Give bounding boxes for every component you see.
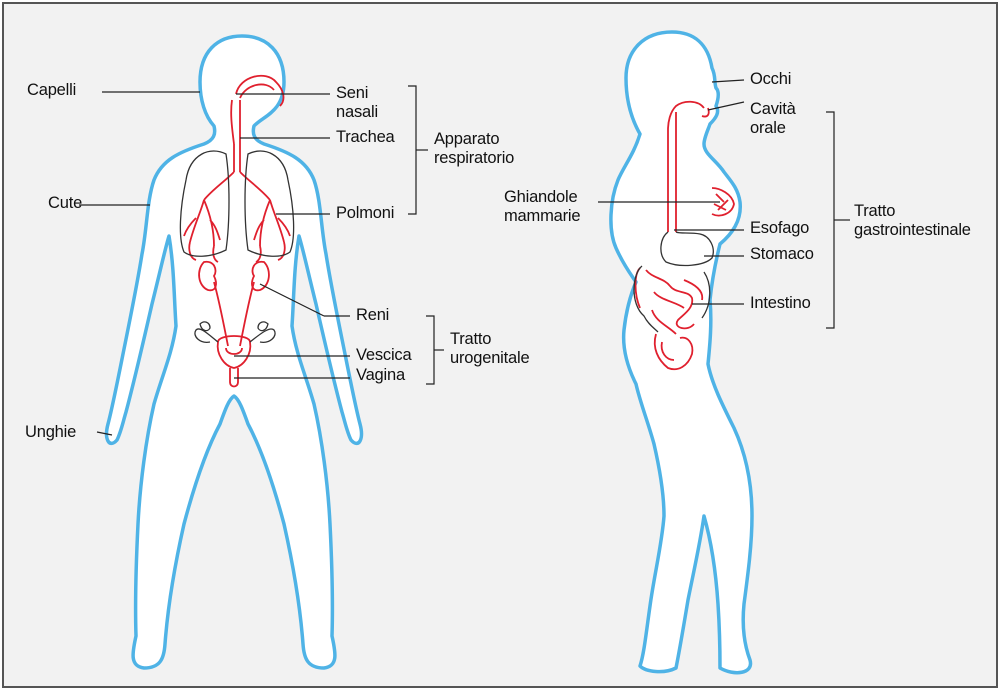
label-vagina: Vagina	[356, 366, 405, 385]
label-nasal-sinuses: Seni nasali	[336, 84, 378, 122]
side-body-figure	[611, 32, 752, 673]
front-body-silhouette	[107, 36, 362, 668]
label-nails: Unghie	[25, 423, 76, 442]
label-bladder: Vescica	[356, 346, 411, 365]
label-esophagus: Esofago	[750, 219, 809, 238]
label-intestine: Intestino	[750, 294, 811, 313]
label-gastrointestinal-tract: Tratto gastrointestinale	[854, 202, 971, 240]
front-body-figure	[107, 36, 362, 668]
label-eyes: Occhi	[750, 70, 791, 89]
label-skin: Cute	[48, 194, 82, 213]
label-respiratory-system: Apparato respiratorio	[434, 130, 514, 168]
label-trachea: Trachea	[336, 128, 395, 147]
label-stomach: Stomaco	[750, 245, 814, 264]
label-kidneys: Reni	[356, 306, 389, 325]
label-lungs: Polmoni	[336, 204, 394, 223]
label-urogenital-tract: Tratto urogenitale	[450, 330, 529, 368]
label-oral-cavity: Cavità orale	[750, 100, 796, 138]
label-hair: Capelli	[27, 81, 76, 100]
side-body-silhouette	[611, 32, 752, 673]
label-mammary-glands: Ghiandole mammarie	[504, 188, 580, 226]
